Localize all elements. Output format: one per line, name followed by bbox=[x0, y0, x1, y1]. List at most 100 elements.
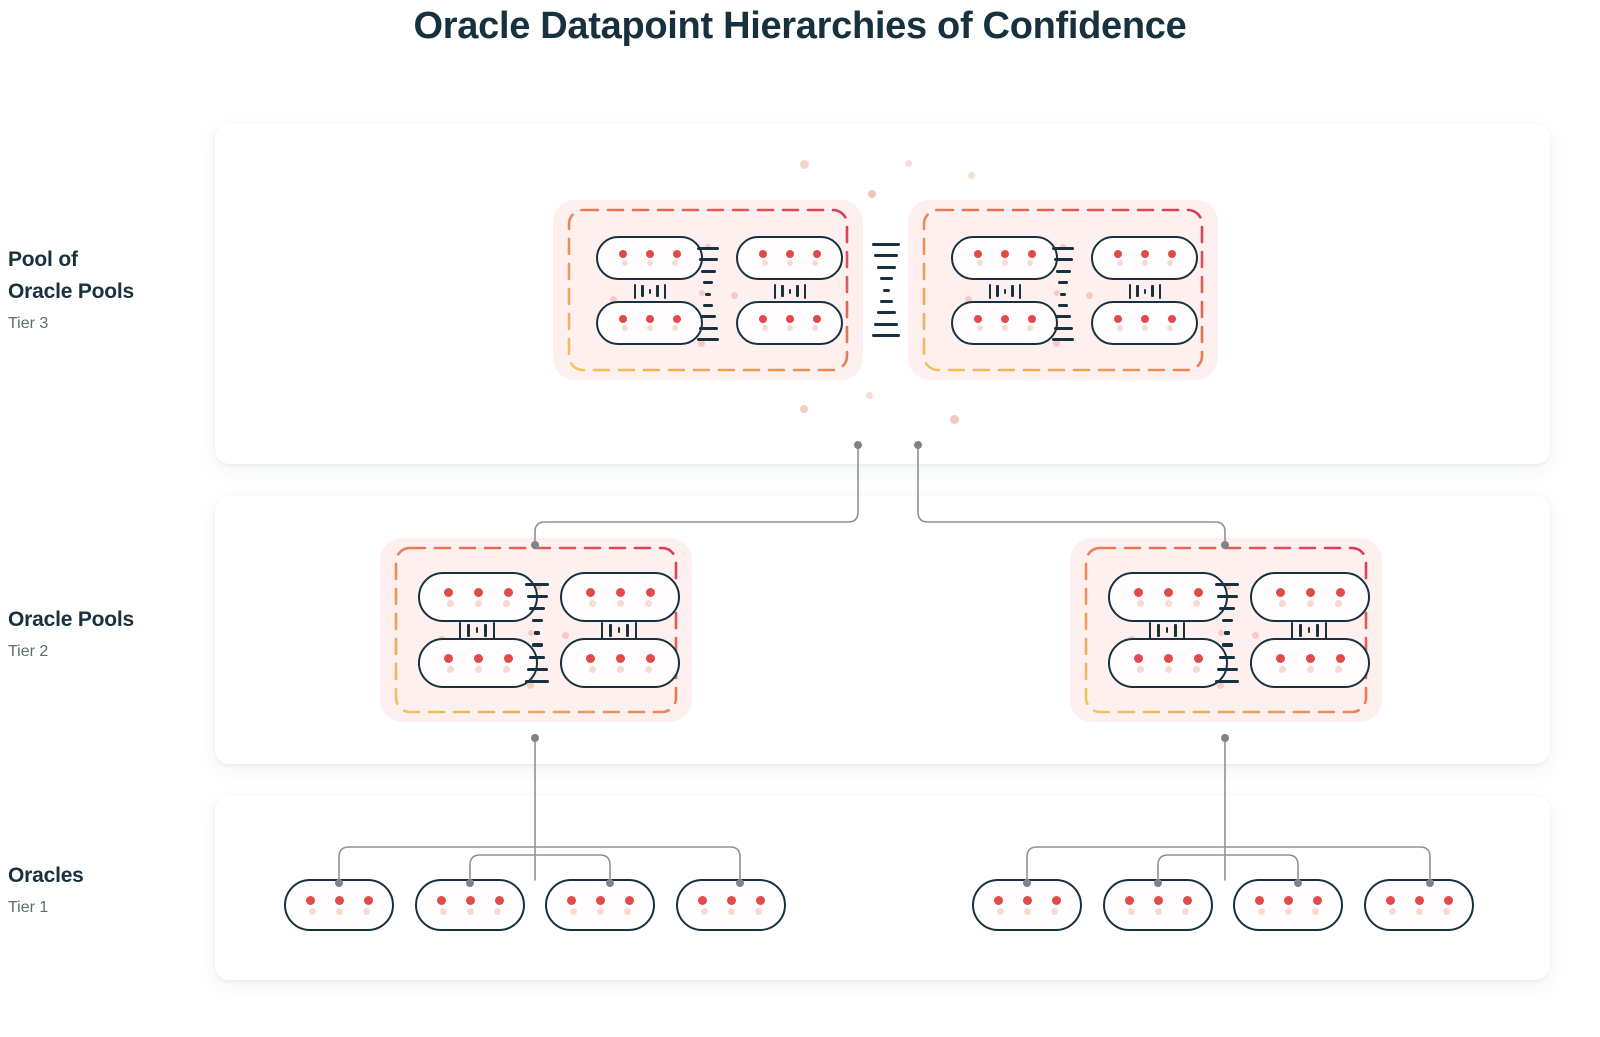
active-dot bbox=[494, 895, 504, 905]
active-dot bbox=[615, 587, 625, 597]
faded-dot bbox=[811, 260, 818, 266]
pill-active-dot-row bbox=[758, 250, 821, 258]
link-bar bbox=[609, 623, 612, 637]
oracle-pill[interactable] bbox=[596, 236, 703, 280]
link-bar bbox=[879, 277, 893, 281]
faded-dot bbox=[1023, 907, 1031, 915]
oracle-pill[interactable] bbox=[972, 879, 1082, 931]
oracle-pill[interactable] bbox=[415, 879, 525, 931]
faded-dot bbox=[644, 599, 652, 607]
speckle-dot bbox=[905, 160, 912, 167]
active-dot bbox=[755, 895, 765, 905]
active-dot bbox=[1133, 587, 1143, 597]
pill-active-dot-row bbox=[973, 250, 1036, 258]
faded-dot bbox=[1026, 260, 1033, 266]
faded-dot bbox=[569, 907, 577, 915]
divider-bar bbox=[1219, 607, 1235, 611]
oracle-pill[interactable] bbox=[1108, 572, 1228, 622]
oracle-pill[interactable] bbox=[1091, 301, 1198, 345]
oracle-pill[interactable] bbox=[284, 879, 394, 931]
tier3-label-sub: Tier 3 bbox=[8, 315, 49, 332]
oracle-pill[interactable] bbox=[1250, 572, 1370, 622]
active-dot bbox=[1414, 895, 1424, 905]
faded-dot bbox=[1164, 599, 1172, 607]
oracle-pill[interactable] bbox=[560, 572, 680, 622]
faded-dot bbox=[588, 665, 596, 673]
faded-dot bbox=[502, 665, 510, 673]
pill-active-dot-row bbox=[1124, 895, 1192, 905]
faded-dot bbox=[976, 260, 983, 266]
faded-dot bbox=[1278, 665, 1286, 673]
faded-dot bbox=[621, 260, 628, 266]
pill-faded-dot-row bbox=[446, 599, 510, 607]
oracle-pill[interactable] bbox=[951, 236, 1058, 280]
speckle-dot bbox=[968, 172, 975, 179]
oracle-pill[interactable] bbox=[1364, 879, 1474, 931]
oracle-pill[interactable] bbox=[545, 879, 655, 931]
faded-dot bbox=[596, 907, 604, 915]
active-dot bbox=[473, 653, 483, 663]
oracle-pill[interactable] bbox=[676, 879, 786, 931]
pill-active-dot-row bbox=[973, 315, 1036, 323]
divider-bar bbox=[1055, 315, 1071, 319]
oracle-pill[interactable] bbox=[1103, 879, 1213, 931]
oracle-pool-cluster[interactable] bbox=[1070, 538, 1382, 722]
active-dot bbox=[443, 587, 453, 597]
pool-of-pools-cluster[interactable] bbox=[553, 200, 863, 380]
oracle-pill[interactable] bbox=[418, 638, 538, 688]
pill-link-bargroup bbox=[1140, 621, 1194, 639]
oracle-pill[interactable] bbox=[736, 236, 843, 280]
oracle-pill[interactable] bbox=[418, 572, 538, 622]
divider-bar bbox=[1053, 326, 1073, 330]
faded-dot bbox=[671, 325, 678, 331]
oracle-pill[interactable] bbox=[1091, 236, 1198, 280]
active-dot bbox=[1385, 895, 1395, 905]
speckle-dot bbox=[1054, 290, 1060, 296]
active-dot bbox=[1335, 587, 1345, 597]
pill-active-dot-row bbox=[758, 315, 821, 323]
active-dot bbox=[595, 895, 605, 905]
active-dot bbox=[1027, 250, 1036, 258]
oracle-pill[interactable] bbox=[1108, 638, 1228, 688]
active-dot bbox=[1167, 315, 1176, 323]
oracle-pill[interactable] bbox=[1233, 879, 1343, 931]
faded-dot bbox=[1415, 907, 1423, 915]
divider-bar bbox=[534, 631, 540, 635]
faded-dot bbox=[1136, 599, 1144, 607]
oracle-pill[interactable] bbox=[596, 301, 703, 345]
oracle-pill[interactable] bbox=[1250, 638, 1370, 688]
active-dot bbox=[1000, 250, 1009, 258]
speckle-dot bbox=[950, 415, 959, 424]
active-dot bbox=[1022, 895, 1032, 905]
pool-of-pools-cluster[interactable] bbox=[908, 200, 1218, 380]
faded-dot bbox=[588, 599, 596, 607]
pill-faded-dot-row bbox=[996, 907, 1058, 915]
oracle-pill[interactable] bbox=[560, 638, 680, 688]
pill-active-dot-row bbox=[585, 587, 655, 597]
pill-active-dot-row bbox=[443, 587, 513, 597]
faded-dot bbox=[1154, 907, 1162, 915]
speckle-dot bbox=[1086, 292, 1093, 299]
oracle-pill[interactable] bbox=[951, 301, 1058, 345]
link-bar bbox=[617, 627, 621, 633]
speckle-dot bbox=[1218, 630, 1224, 636]
oracle-pool-cluster[interactable] bbox=[380, 538, 692, 722]
faded-dot bbox=[644, 665, 652, 673]
speckle-dot bbox=[562, 632, 569, 639]
faded-dot bbox=[754, 907, 762, 915]
active-dot bbox=[812, 315, 821, 323]
pill-active-dot-row bbox=[697, 895, 765, 905]
active-dot bbox=[1113, 250, 1122, 258]
divider-bar bbox=[531, 643, 543, 647]
active-dot bbox=[363, 895, 373, 905]
active-dot bbox=[465, 895, 475, 905]
speckle-dot bbox=[800, 160, 809, 169]
tier2-label-sub: Tier 2 bbox=[8, 643, 49, 660]
pill-faded-dot-row bbox=[439, 907, 501, 915]
active-dot bbox=[758, 315, 767, 323]
oracle-pill[interactable] bbox=[736, 301, 843, 345]
pill-active-dot-row bbox=[443, 653, 513, 663]
pill-faded-dot-row bbox=[308, 907, 370, 915]
faded-dot bbox=[1257, 907, 1265, 915]
faded-dot bbox=[616, 599, 624, 607]
